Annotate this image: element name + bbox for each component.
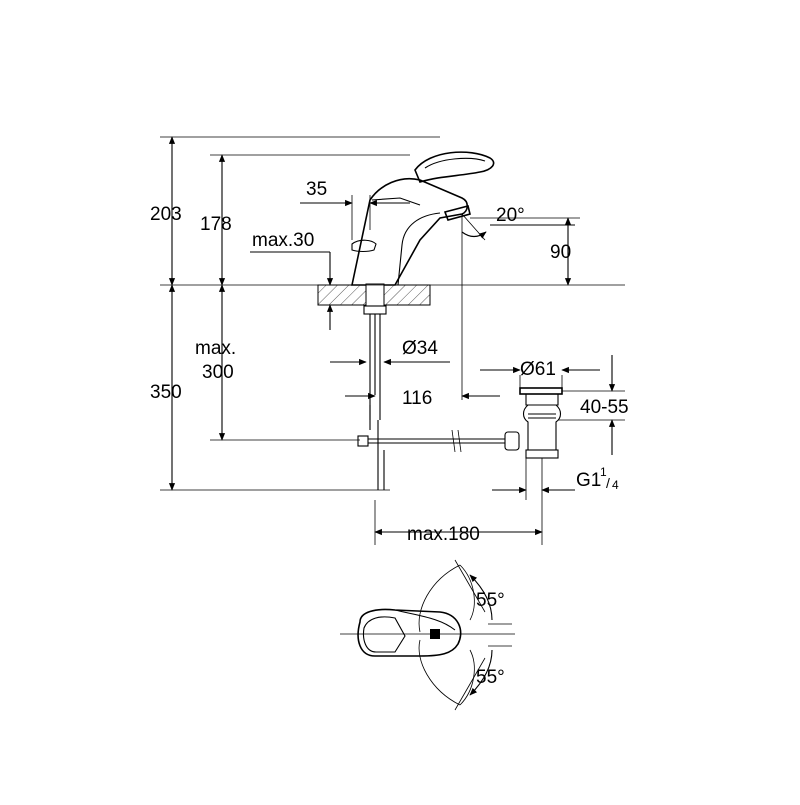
top-view-labels: 55° 55° — [476, 590, 505, 688]
label-max180: max.180 — [407, 524, 480, 545]
waste-upper-body — [525, 394, 559, 406]
label-178: 178 — [200, 214, 232, 235]
label-d61: Ø61 — [520, 359, 556, 380]
top-spout — [362, 616, 406, 653]
angle-55-top-arrow — [469, 574, 493, 621]
label-20deg: 20° — [496, 205, 525, 226]
faucet-body — [351, 178, 469, 286]
label-g1-slash: / — [606, 475, 610, 491]
swing-inner-bottom — [459, 649, 475, 706]
waste-flange — [519, 387, 563, 395]
label-g1: G1 — [576, 470, 601, 491]
label-55-top: 55° — [476, 590, 505, 611]
label-90: 90 — [550, 242, 571, 263]
label-thread: G1 1 / 4 — [576, 465, 619, 492]
angle-55-bottom-arrow — [469, 649, 493, 696]
mounting-hole — [365, 283, 385, 307]
label-g1-sup: 1 — [600, 465, 607, 479]
pivot-nut — [504, 431, 520, 451]
rod-break-a — [451, 429, 456, 453]
lever-handle — [414, 151, 495, 183]
label-300: 300 — [202, 362, 234, 383]
label-4055: 40-55 — [580, 397, 629, 418]
label-350: 350 — [150, 382, 182, 403]
waste-body — [522, 404, 562, 451]
aerator — [443, 205, 471, 221]
faucet-top-view — [340, 559, 515, 711]
dimension-lines — [160, 136, 625, 545]
label-max30: max.30 — [252, 230, 314, 251]
label-55-bottom: 55° — [476, 667, 505, 688]
lever-highlight — [424, 157, 486, 169]
mounting-assembly — [357, 305, 520, 490]
swing-ray-bottom — [454, 657, 486, 711]
waste-nut — [525, 449, 559, 459]
rod-break-b — [457, 429, 462, 453]
angle-20-arc — [461, 231, 487, 239]
spout-curve — [397, 212, 441, 286]
rod-clamp — [357, 435, 369, 447]
body-line — [371, 197, 421, 206]
swing-arc-top — [418, 564, 461, 633]
label-203: 203 — [150, 204, 182, 225]
top-body — [357, 608, 462, 657]
label-max: max. — [195, 338, 236, 359]
label-116: 116 — [402, 388, 432, 409]
label-35: 35 — [306, 179, 327, 200]
swing-ray-top — [454, 559, 486, 613]
waste-valve — [519, 387, 563, 459]
swing-arc-bottom — [418, 639, 461, 706]
top-lever-line — [394, 609, 456, 631]
label-g1-sub: 4 — [612, 478, 619, 492]
swing-inner-top — [459, 564, 475, 621]
popup-knob — [351, 239, 377, 253]
nut — [363, 305, 387, 315]
countertop — [317, 283, 431, 307]
dimension-labels: 203 178 35 max.30 20° 90 Ø34 max. 300 35… — [150, 179, 629, 545]
label-d34: Ø34 — [402, 338, 438, 359]
faucet-side-view — [351, 151, 495, 286]
